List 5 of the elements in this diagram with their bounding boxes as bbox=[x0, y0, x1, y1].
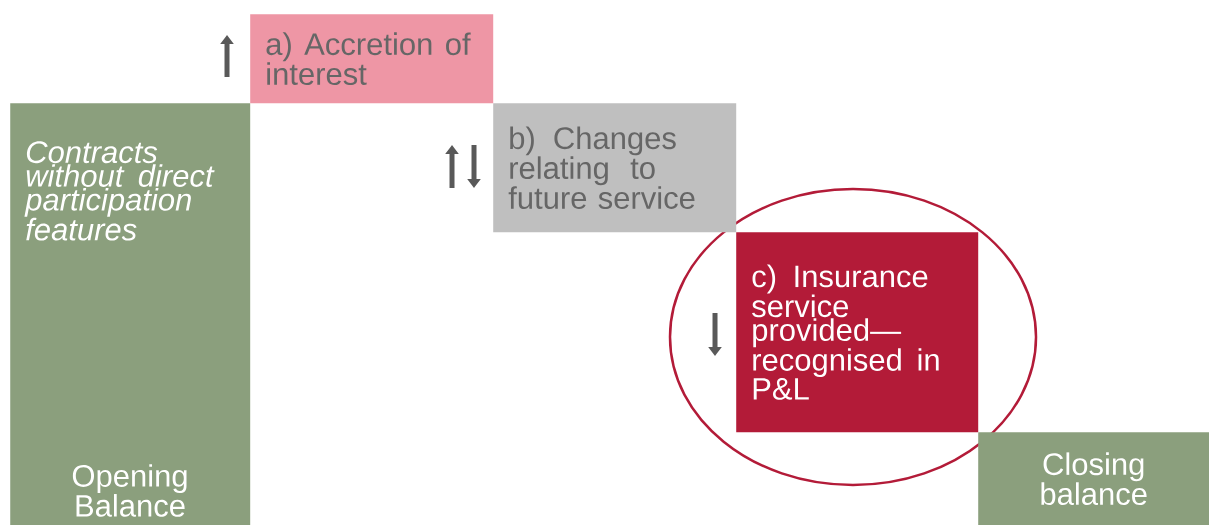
balance-bar: Closing balance bbox=[978, 432, 1209, 525]
step-box: c) Insurance service provided—recognised in P&L bbox=[736, 232, 979, 433]
balance-bar: Contracts without direct participation features Opening Balance bbox=[10, 103, 251, 525]
step-box: a) Accretion of interest bbox=[250, 14, 494, 104]
step-box: b) Changes relating to future service bbox=[493, 103, 737, 233]
